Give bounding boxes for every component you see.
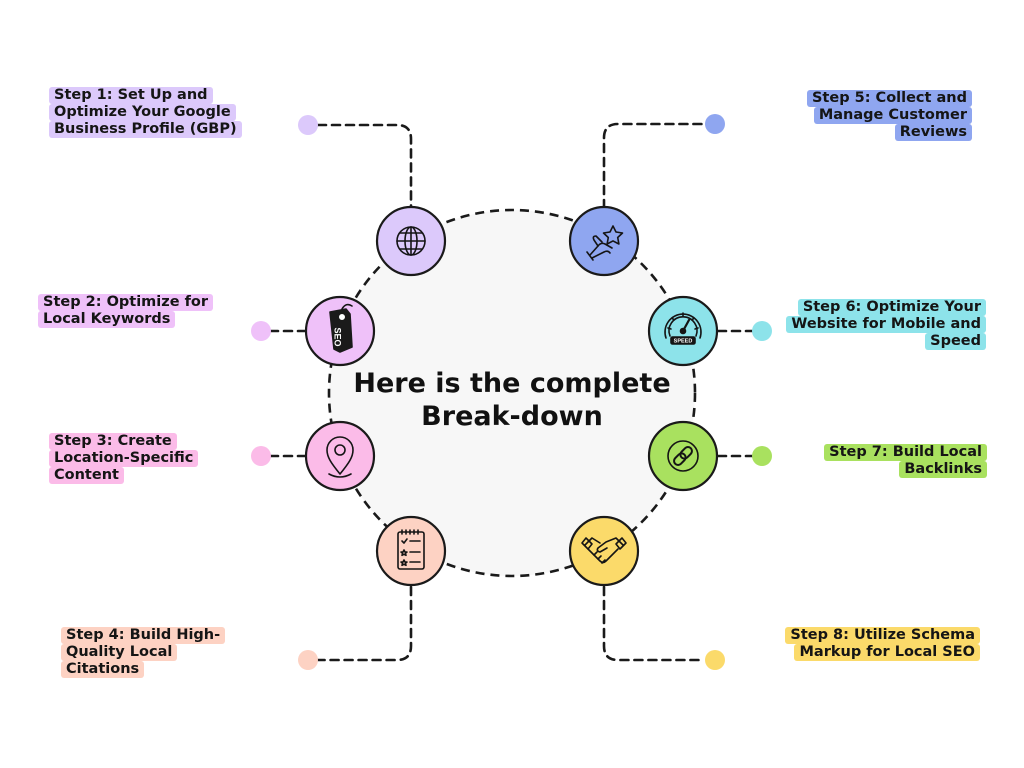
icon-circle-step-3: [304, 420, 376, 492]
center-ring: [327, 208, 697, 578]
step-3-label-line-2: Location-Specific: [49, 450, 199, 467]
icon-circle-step-4: [375, 515, 447, 587]
step-3-label-line-3: Content: [49, 467, 124, 484]
icon-circle-step-8: [568, 515, 640, 587]
dot-step-1: [298, 115, 318, 135]
link-icon: [667, 440, 699, 472]
step-7-label-line-2: Backlinks: [899, 461, 987, 478]
checklist-icon: [397, 529, 425, 570]
dot-step-5: [705, 114, 725, 134]
step-5-label-line-3: Reviews: [894, 124, 972, 141]
center-title: Here is the complete Break-down: [330, 367, 694, 433]
dot-step-8: [705, 650, 725, 670]
step-2-label-line-1: Step 2: Optimize for: [38, 294, 214, 311]
step-8-label-line-1: Step 8: Utilize Schema: [785, 627, 980, 644]
step-8-label-line-2: Markup for Local SEO: [794, 644, 980, 661]
center-title-line-2: Break-down: [421, 401, 603, 432]
step-3-label-line-1: Step 3: Create: [49, 433, 177, 450]
handshake-icon: [581, 537, 627, 564]
connector-step-1: [316, 123, 413, 209]
step-6-label-line-2: Website for Mobile and: [786, 316, 986, 333]
dot-step-7: [752, 446, 772, 466]
seo-tag-icon: SEO: [329, 303, 353, 353]
speedometer-icon: SPEED: [664, 312, 702, 345]
connector-step-5: [602, 122, 706, 210]
step-7-label-line-1: Step 7: Build Local: [824, 444, 987, 461]
step-1-label-line-2: Optimize Your Google: [49, 104, 236, 121]
step-5-label-line-2: Manage Customer: [813, 107, 972, 124]
step-5-label-line-1: Step 5: Collect and: [806, 90, 972, 107]
location-pin-icon: [326, 436, 354, 478]
dot-step-6: [752, 321, 772, 341]
speedometer-label: SPEED: [674, 339, 693, 345]
step-2-label-line-2: Local Keywords: [38, 311, 176, 328]
seo-tag-text: SEO: [333, 327, 343, 346]
step-1-label-line-3: Business Profile (GBP): [49, 121, 242, 138]
dot-step-4: [298, 650, 318, 670]
step-6-label-line-3: Speed: [925, 333, 986, 350]
hand-star-icon: [586, 225, 624, 261]
icon-circle-step-7: [647, 420, 719, 492]
step-4-label-line-2: Quality Local: [61, 644, 178, 661]
icon-circle-step-5: [568, 205, 640, 277]
connector-step-4: [316, 585, 413, 662]
step-4-label-line-3: Citations: [61, 661, 145, 678]
dot-step-3: [251, 446, 271, 466]
step-4-label-line-1: Step 4: Build High-: [61, 627, 226, 644]
connector-step-8: [602, 585, 706, 662]
step-1-label-line-1: Step 1: Set Up and: [49, 87, 213, 104]
dot-step-2: [251, 321, 271, 341]
step-6-label-line-1: Step 6: Optimize Your: [797, 299, 986, 316]
globe-icon: [396, 226, 426, 256]
center-title-line-1: Here is the complete: [353, 368, 671, 399]
